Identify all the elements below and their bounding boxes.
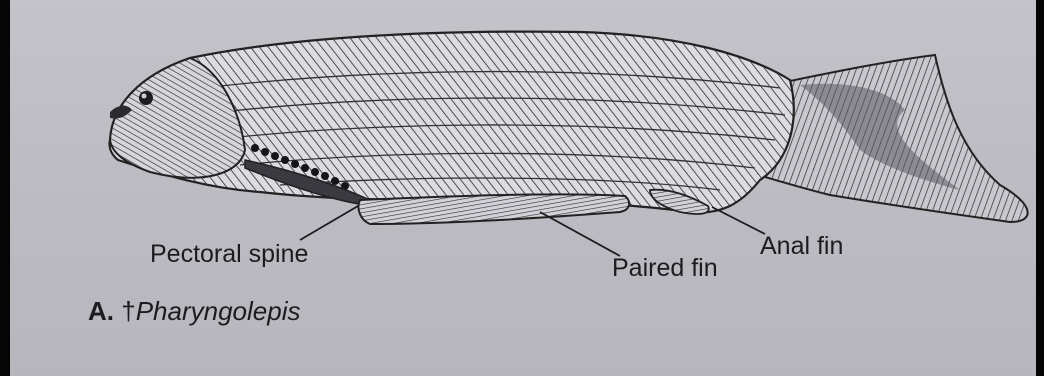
taxon-name: Pharyngolepis — [136, 296, 301, 326]
eye — [139, 91, 153, 105]
paired-fin-leader — [540, 212, 620, 256]
anal-fin-leader — [712, 207, 765, 234]
anal-fin-label: Anal fin — [760, 232, 843, 261]
figure-caption: A. †Pharyngolepis — [88, 296, 300, 327]
paired-fin — [358, 194, 629, 224]
caption-letter: A. — [88, 296, 114, 326]
pectoral-spine-label: Pectoral spine — [150, 240, 308, 269]
extinct-dagger: † — [121, 296, 135, 326]
paired-fin-label: Paired fin — [612, 254, 718, 283]
pectoral-spine-leader — [300, 206, 358, 240]
